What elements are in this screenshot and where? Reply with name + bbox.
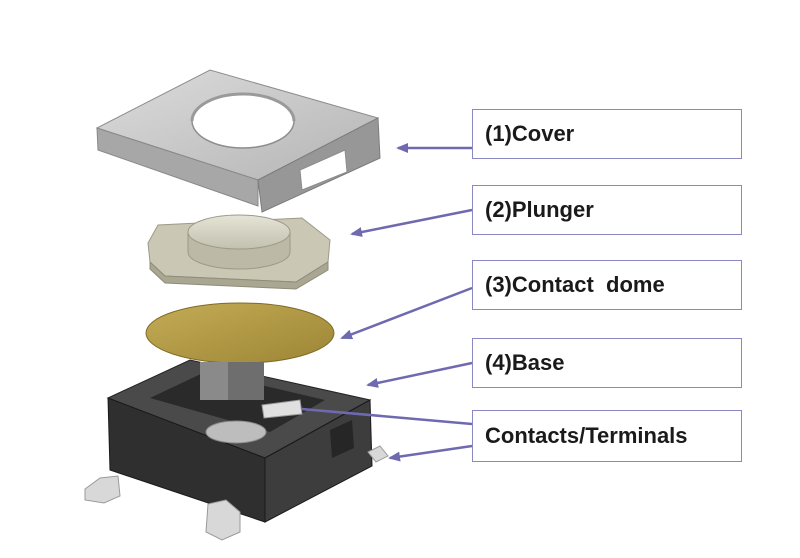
contact-dome-part	[145, 302, 335, 364]
arrow-base	[366, 361, 473, 388]
contact-strip	[261, 399, 303, 419]
label-contacts-terminals: Contacts/Terminals	[472, 410, 742, 462]
label-contact-dome: (3)Contact dome	[472, 260, 742, 310]
arrow-terminal	[388, 444, 473, 462]
plunger-part	[147, 214, 331, 290]
cover-part	[95, 69, 381, 213]
terminal-right	[367, 445, 389, 463]
arrow-contact-strip	[301, 407, 473, 426]
label-base: (4)Base	[472, 338, 742, 388]
terminal-left-front	[84, 475, 121, 504]
leader-arrows	[301, 143, 473, 462]
arrow-contact-dome	[340, 286, 473, 340]
arrow-plunger	[350, 208, 473, 237]
base-part	[84, 359, 389, 541]
terminal-bottom-front	[205, 499, 241, 541]
label-plunger: (2)Plunger	[472, 185, 742, 235]
label-cover: (1)Cover	[472, 109, 742, 159]
